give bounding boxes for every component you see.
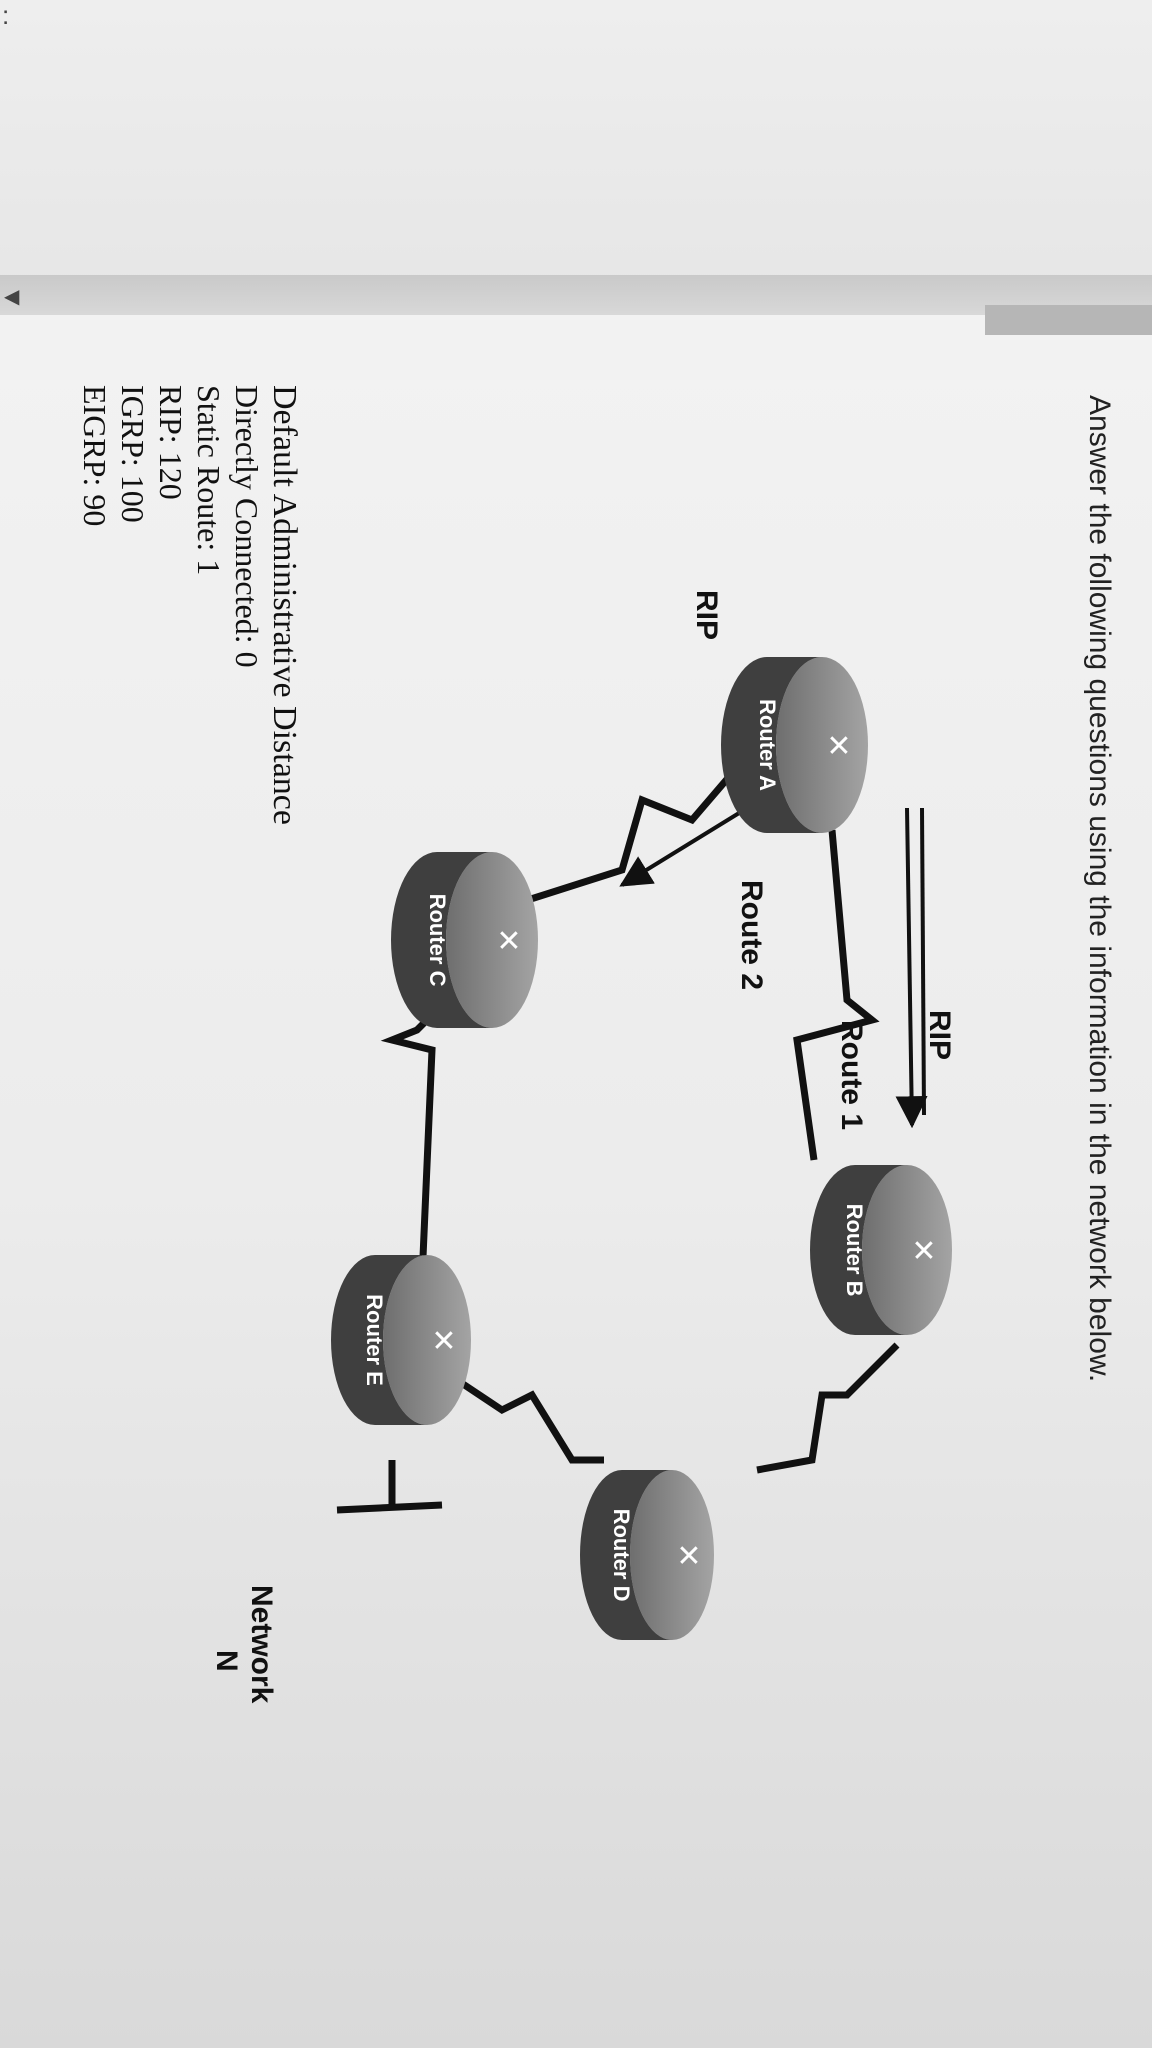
svg-text:✕: ✕ [821,732,854,757]
route-arrows [619,807,928,1129]
instruction-text: Answer the following questions using the… [1083,395,1116,1382]
router-icon [776,657,868,833]
legend-item: Directly Connected: 0 [229,385,265,668]
router-b-label: Router B [842,1204,867,1297]
legend-title: Default Administrative Distance [266,385,303,825]
divider-bar [0,275,1152,315]
divider-accent [985,305,1152,335]
page-area [0,315,1152,2048]
router-e-label: Router E [362,1294,387,1386]
link-a-c [510,747,755,909]
link-a-b [793,829,880,1161]
route2-arrow [619,808,746,887]
link-b-d [756,1342,900,1474]
router-c[interactable]: ✕ Router C [391,852,538,1028]
svg-text:✕: ✕ [426,1327,459,1352]
route1-label: Route 1 [835,1020,868,1130]
collapse-triangle-icon[interactable]: ◀ [4,286,20,308]
svg-text:✕: ✕ [906,1237,939,1262]
rip-label-top: RIP [923,1010,956,1060]
legend-item: IGRP: 100 [115,385,151,523]
router-icon [862,1165,952,1335]
router-e[interactable]: ✕ Router E [331,1255,471,1425]
route1-arrow-shadow [920,807,926,1116]
router-d-label: Router D [609,1509,634,1602]
svg-text:✕: ✕ [491,927,524,952]
network-n-bar [336,1501,443,1514]
router-icon [630,1470,714,1640]
rip-label-left: RIP [690,590,723,640]
legend-item: RIP: 120 [153,385,189,500]
router-icon [383,1255,471,1425]
svg-text:✕: ✕ [671,1542,704,1567]
network-label-line2: N [210,1650,243,1672]
router-a[interactable]: ✕ Router A [721,657,868,833]
router-icon [446,852,538,1028]
router-b[interactable]: ✕ Router B [810,1165,952,1335]
link-c-e [380,1007,440,1281]
top-strip [0,0,1152,300]
link-e-d [440,1367,604,1464]
network-label-line1: Network [245,1585,278,1704]
admin-distance-legend: Default Administrative Distance Directly… [77,385,303,825]
router-c-label: Router C [425,894,450,987]
route1-arrow [895,807,928,1129]
router-a-label: Router A [755,699,780,791]
router-d[interactable]: ✕ Router D [580,1470,714,1640]
route2-label: Route 2 [735,880,768,990]
legend-item: Static Route: 1 [191,385,227,575]
legend-item: EIGRP: 90 [77,385,113,526]
edge-dots: : [2,0,10,30]
